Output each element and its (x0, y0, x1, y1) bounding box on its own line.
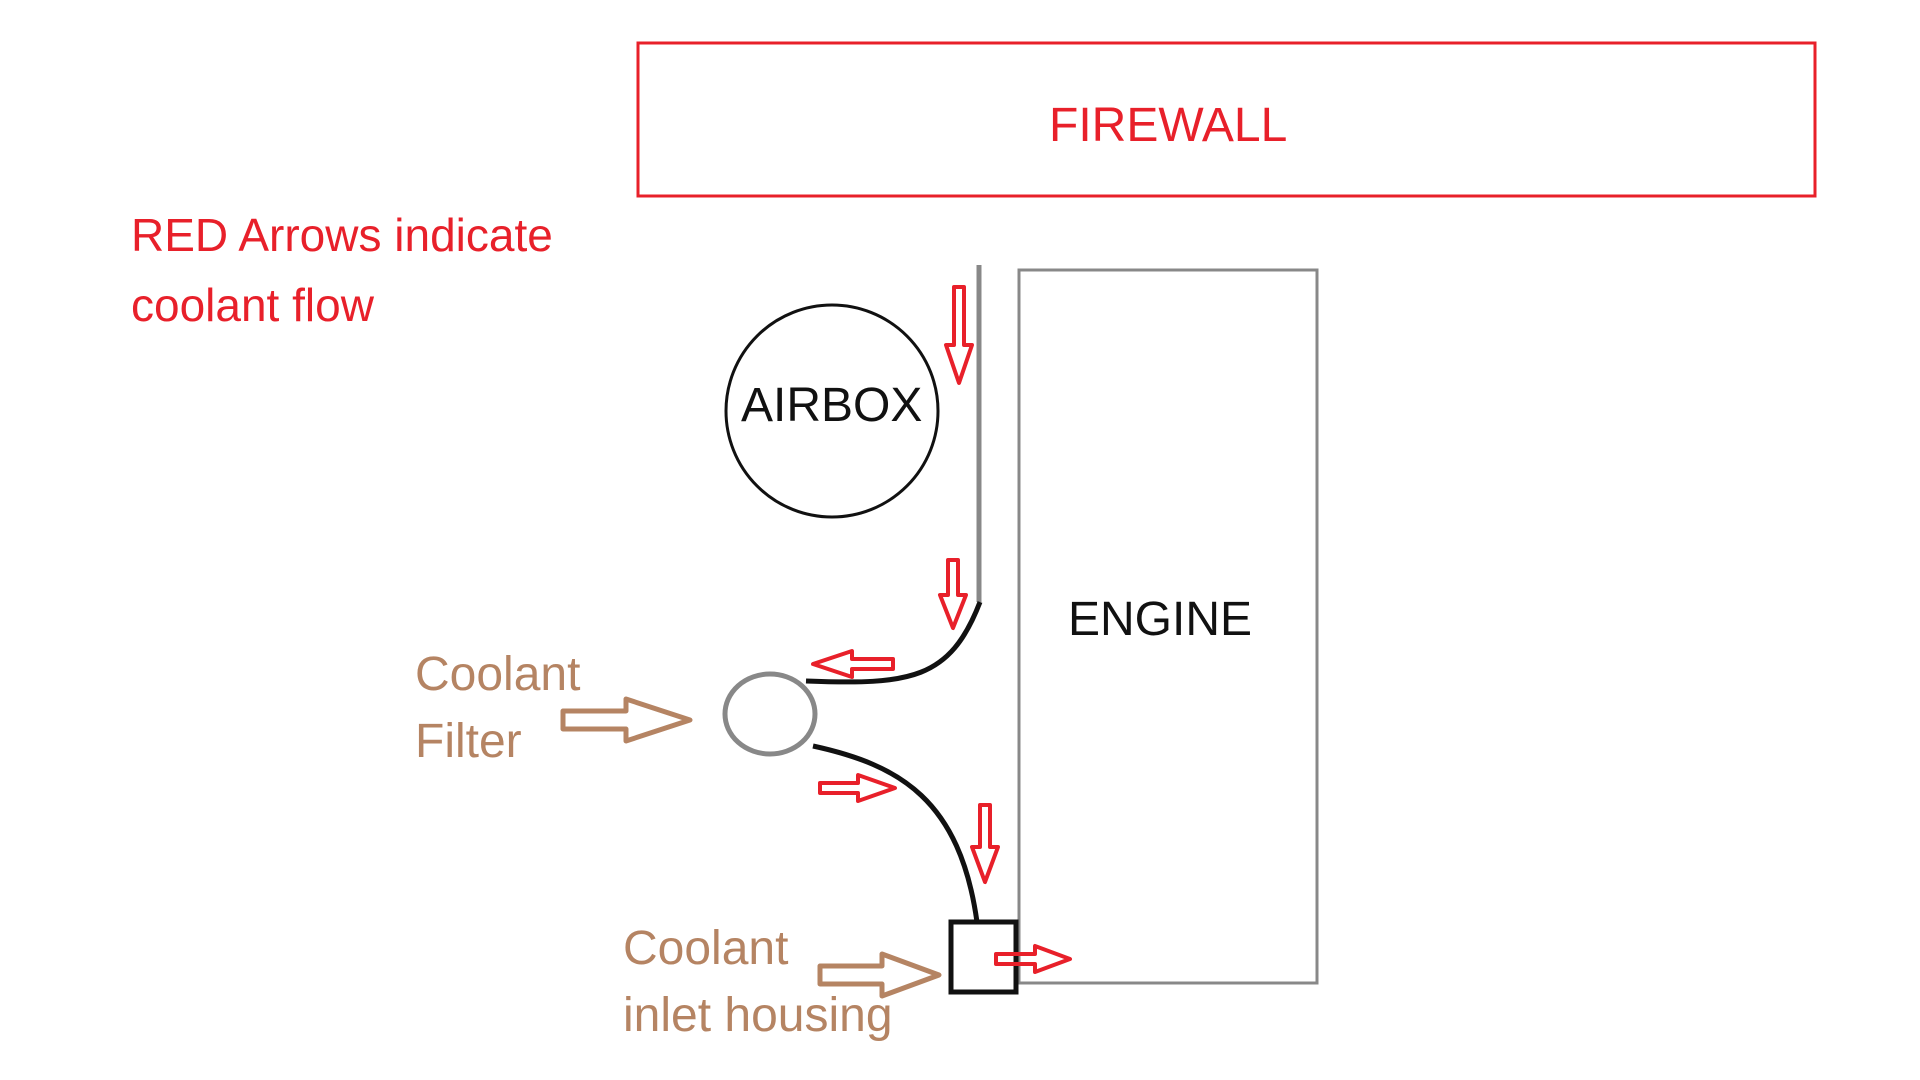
firewall-box (636, 41, 1817, 198)
pointer-arrow-filter (560, 696, 693, 744)
coolant-inlet-housing-box (948, 919, 1019, 995)
legend-line-2: coolant flow (131, 279, 374, 331)
upper-hose-curve (805, 601, 983, 685)
flow-arrow-down-1 (944, 285, 974, 385)
coolant-inlet-label-line1: Coolant (623, 922, 789, 975)
flow-arrow-down-2 (938, 558, 968, 630)
legend-line-1: RED Arrows indicate (131, 209, 553, 261)
coolant-filter-circle (722, 671, 818, 757)
flow-arrow-right-filter (818, 773, 897, 803)
engine-label: ENGINE (1068, 593, 1253, 646)
coolant-filter-label-line1: Coolant (415, 648, 581, 701)
engine-block (1017, 268, 1319, 985)
airbox-circle (724, 303, 940, 519)
pointer-arrow-inlet (817, 951, 942, 999)
flow-arrow-left (811, 649, 895, 679)
lower-hose (812, 743, 980, 923)
airbox-label: AIRBOX (741, 379, 923, 432)
flow-arrow-right-engine (994, 944, 1072, 974)
coolant-filter-label-line2: Filter (415, 715, 522, 768)
flow-arrow-down-3 (970, 803, 1000, 884)
firewall-label: FIREWALL (1049, 99, 1288, 152)
coolant-inlet-label-line2: inlet housing (623, 989, 893, 1042)
